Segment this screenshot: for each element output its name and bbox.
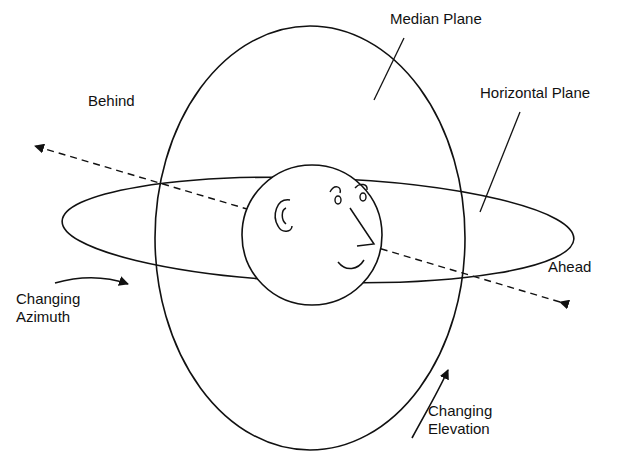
median-plane bbox=[155, 26, 465, 450]
plane-label: Median Plane bbox=[390, 10, 482, 28]
plane-label: Horizontal Plane bbox=[480, 84, 590, 102]
direction-label: Behind bbox=[88, 92, 135, 110]
head bbox=[242, 165, 382, 305]
leader-line bbox=[374, 38, 404, 100]
direction-label: Ahead bbox=[548, 258, 591, 276]
leader-line bbox=[480, 112, 520, 212]
motion-label: Changing Azimuth bbox=[16, 290, 91, 326]
motion-label: Changing Elevation bbox=[428, 402, 508, 438]
azimuth-arrow bbox=[55, 278, 128, 284]
